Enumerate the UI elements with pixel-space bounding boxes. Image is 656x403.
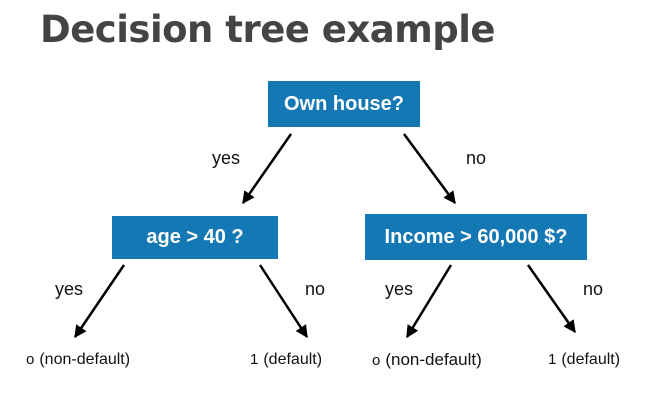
edge-left-left-arrow: [73, 264, 126, 339]
leaf-value: o: [26, 351, 35, 368]
leaf-value: 1: [250, 351, 259, 368]
edge-label-age-no: no: [305, 279, 326, 299]
edge-label-root-yes: yes: [212, 148, 241, 168]
edge-label-income-no: no: [583, 279, 604, 299]
leaf-value: 1: [548, 351, 557, 368]
edge-root-left-arrow: [241, 133, 293, 205]
edge-right-left-arrow: [405, 264, 453, 339]
leaf-non-default-1: o(non-default): [26, 351, 130, 369]
leaf-text: (default): [561, 351, 621, 368]
income-node-label: Income > 60,000 $?: [384, 225, 568, 248]
edge-label-income-yes: yes: [385, 279, 414, 299]
leaf-text: (non-default): [385, 350, 482, 369]
edge-right-right-arrow: [526, 264, 577, 334]
root-node: Own house?: [268, 81, 420, 127]
leaf-text: (non-default): [39, 351, 131, 368]
leaf-non-default-2: o(non-default): [372, 350, 482, 370]
age-node: age > 40 ?: [112, 216, 278, 259]
edge-label-root-no: no: [466, 148, 487, 168]
slide-title: Decision tree example: [40, 8, 496, 51]
age-node-label: age > 40 ?: [146, 226, 244, 248]
edge-left-right-arrow: [258, 264, 309, 339]
leaf-text: (default): [263, 351, 323, 368]
edge-root-right-arrow: [402, 133, 457, 205]
edge-label-age-yes: yes: [55, 279, 84, 299]
income-node: Income > 60,000 $?: [365, 214, 587, 260]
leaf-default-2: 1(default): [548, 351, 620, 369]
leaf-value: o: [372, 352, 381, 369]
leaf-default-1: 1(default): [250, 351, 322, 369]
root-node-label: Own house?: [284, 92, 404, 115]
